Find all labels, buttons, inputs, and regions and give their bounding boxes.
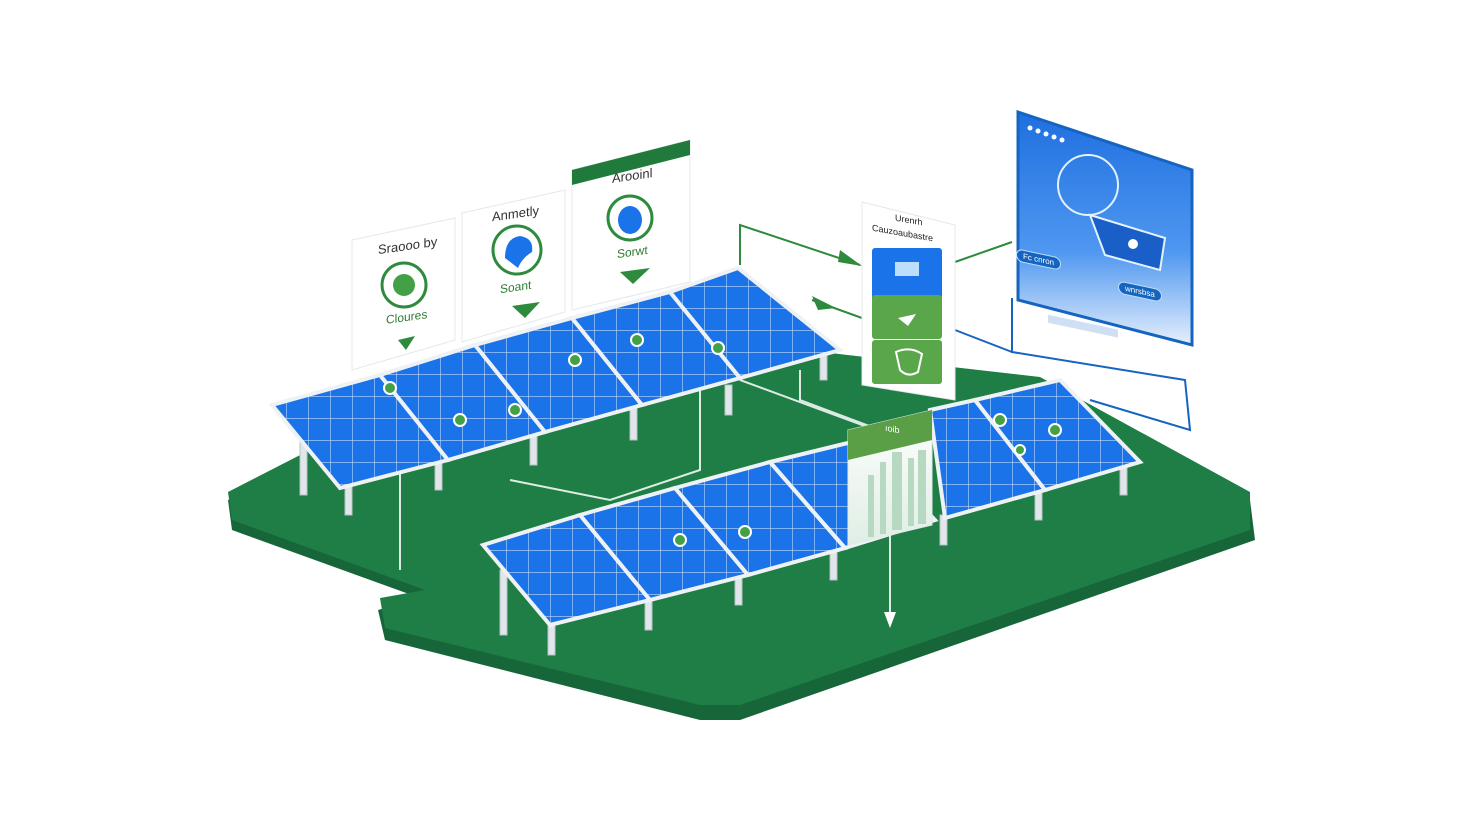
dashboard-screen — [1016, 109, 1194, 347]
back-panel-row — [268, 265, 845, 491]
chart-card — [847, 409, 933, 546]
screen-button[interactable] — [872, 248, 942, 294]
shield-button[interactable] — [872, 340, 942, 384]
control-panel — [861, 201, 956, 401]
status-cards — [351, 139, 691, 371]
plane-button[interactable] — [872, 295, 942, 339]
